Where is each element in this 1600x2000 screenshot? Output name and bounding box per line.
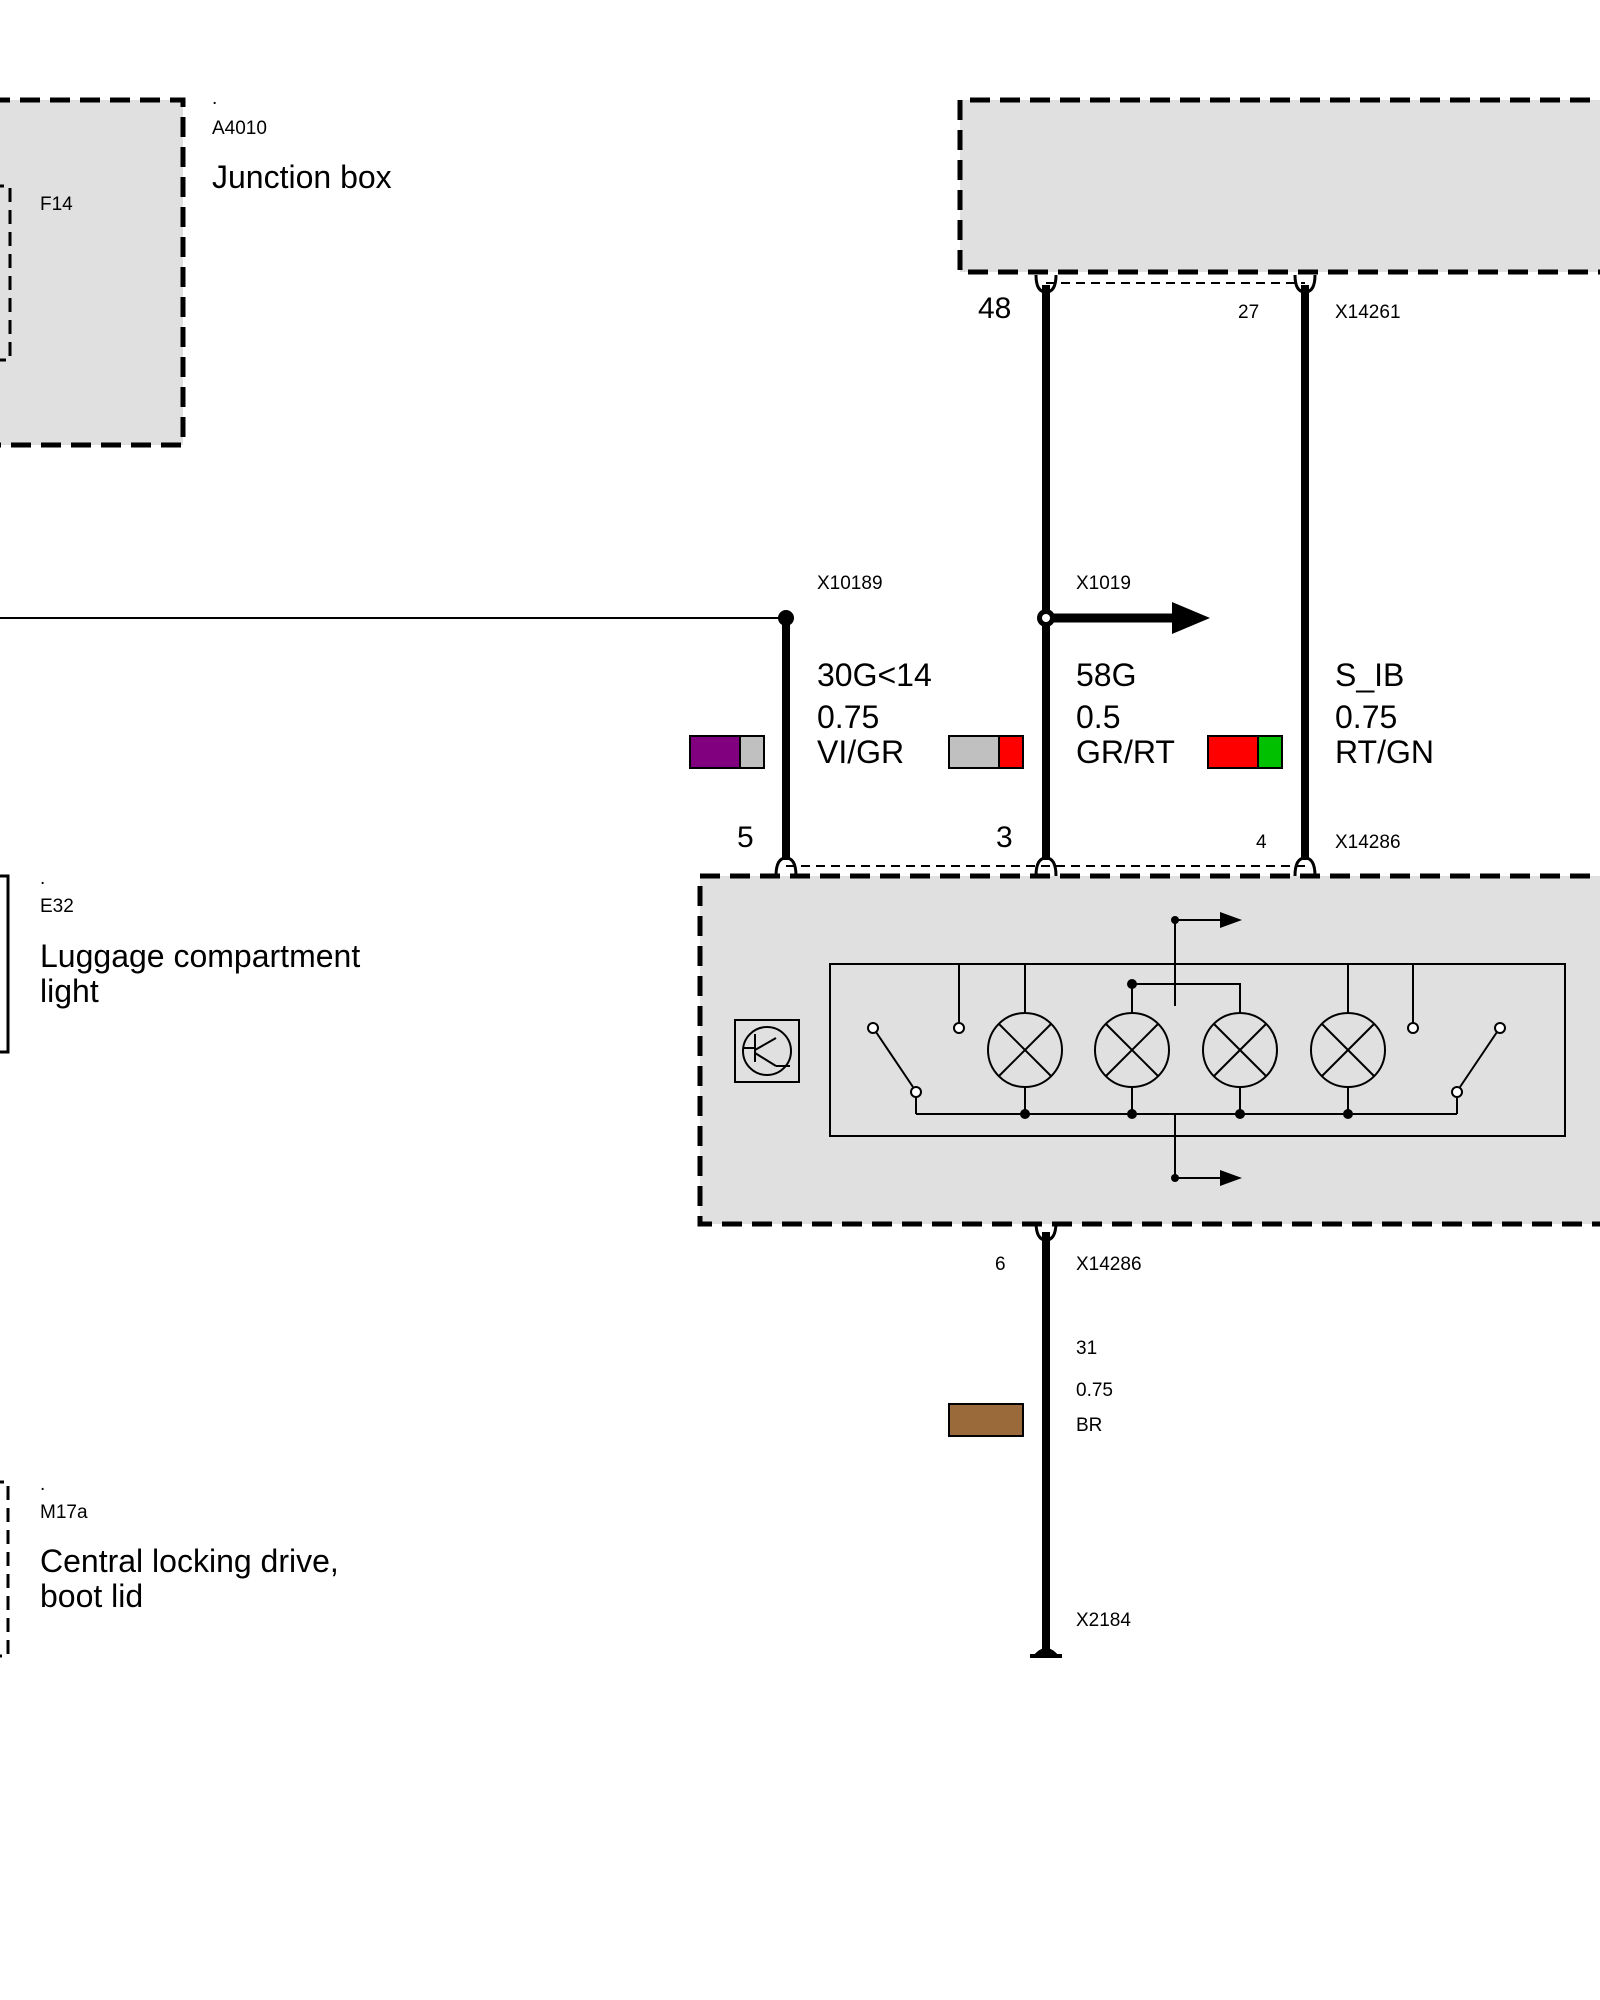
lamp-3-node: [1235, 1109, 1245, 1119]
splice-x1019-center: [1042, 614, 1050, 622]
locking-drive-name-line1: Central locking drive,: [40, 1543, 339, 1579]
wire-label-s-ib: S_IB 0.75 RT/GN: [1207, 657, 1434, 770]
hook-pin-3: [1034, 856, 1058, 877]
wire-58g-color-swatch-secondary: [998, 735, 1024, 769]
upper-module-outline: [957, 97, 1600, 275]
luggage-light-name-line2: light: [40, 973, 99, 1009]
lamp-1-node: [1020, 1109, 1030, 1119]
junction-box-outline: [0, 97, 186, 448]
switch-left-pivot: [867, 1022, 879, 1034]
pin-48-label: 48: [978, 292, 1011, 325]
continuation-arrow-icon: [1172, 602, 1210, 634]
wire-label-30g: 30G<14 0.75 VI/GR: [689, 657, 932, 770]
lamp-top-bus: [1131, 983, 1241, 1014]
lamp-4: [1310, 1012, 1386, 1119]
luggage-light-component: . E32 Luggage compartment light: [0, 868, 360, 1054]
wire-58g-color-code: GR/RT: [1076, 734, 1175, 770]
junction-box-component: F14 . A4010 Junction box: [0, 88, 392, 448]
connector-x14261-label: X14261: [1335, 302, 1401, 323]
locking-drive-code: M17a: [40, 1502, 88, 1523]
pin-3-label: 3: [996, 821, 1013, 854]
wiring: [0, 274, 1317, 1658]
wire-s-ib-gauge: 0.75: [1335, 699, 1397, 735]
wire-58g-gauge: 0.5: [1076, 699, 1120, 735]
connector-x14286-bottom-label: X14286: [1076, 1254, 1142, 1275]
luggage-light-bracket: [0, 874, 10, 1054]
wire-30g-color-swatch-primary: [689, 735, 741, 769]
wire-58g-signal: 58G: [1076, 657, 1136, 693]
switch-right-contact: [1451, 1086, 1463, 1098]
locking-drive-dot: .: [40, 1474, 45, 1495]
bottom-output-node: [1171, 1174, 1179, 1182]
top-output-node: [1171, 916, 1179, 924]
lamp-1: [987, 1012, 1063, 1119]
pin-27-label: 27: [1238, 302, 1259, 323]
bottom-output-arrow-icon: [1220, 1170, 1242, 1186]
lamp-3-cross-b: [1213, 1023, 1267, 1077]
hook-pin-5: [774, 856, 798, 877]
hook-pin-48: [1034, 274, 1058, 294]
switch-left-blade: [875, 1031, 914, 1088]
connector-x14286-top-label: X14286: [1335, 832, 1401, 853]
wire-s-ib-color-swatch-primary: [1207, 735, 1259, 769]
luggage-light-code: E32: [40, 896, 74, 917]
wire-58g-color-swatch-primary: [948, 735, 1000, 769]
luggage-light-dot: .: [40, 868, 45, 889]
junction-box-code: A4010: [212, 118, 267, 139]
hook-pin-4: [1293, 856, 1317, 877]
luggage-light-name-line1: Luggage compartment: [40, 938, 360, 974]
wire-31-signal: 31: [1076, 1338, 1097, 1359]
lamp-3: [1202, 1012, 1278, 1119]
switch-right-pivot: [1494, 1022, 1506, 1034]
top-output-arrow-icon: [1220, 912, 1242, 928]
connector-x2184-label: X2184: [1076, 1610, 1131, 1631]
transistor-collector: [754, 1037, 777, 1051]
wire-31-color-code: BR: [1076, 1415, 1102, 1436]
wire-30g-color-swatch-secondary: [739, 735, 765, 769]
contact-left-top: [953, 1022, 965, 1034]
lamp-2-cross-b: [1105, 1023, 1159, 1077]
wire-30g-gauge: 0.75: [817, 699, 879, 735]
junction-box-name: Junction box: [212, 159, 392, 195]
locking-drive-name-line2: boot lid: [40, 1578, 143, 1614]
hook-pin-27: [1293, 274, 1317, 294]
lamp-4-cross-b: [1321, 1023, 1375, 1077]
wire-s-ib-color-swatch-secondary: [1257, 735, 1283, 769]
wire-s-ib-color-code: RT/GN: [1335, 734, 1434, 770]
locking-drive-bracket: [0, 1480, 10, 1658]
wire-label-58g: 58G 0.5 GR/RT: [948, 657, 1175, 770]
locking-drive-component: . M17a Central locking drive, boot lid: [0, 1474, 339, 1658]
switch-left-contact: [910, 1086, 922, 1098]
lamp-2-node: [1127, 1109, 1137, 1119]
lamp-4-node: [1343, 1109, 1353, 1119]
upper-control-module: 48 27 X14261: [957, 97, 1600, 325]
hook-pin-6: [1034, 1221, 1058, 1242]
wire-30g-color-code: VI/GR: [817, 734, 904, 770]
switch-right-blade: [1459, 1031, 1498, 1088]
transistor-emitter: [754, 1052, 777, 1067]
connector-x1019-label: X1019: [1076, 573, 1131, 594]
splice-x10189: [778, 610, 794, 626]
junction-box-dot: .: [212, 88, 217, 109]
lamp-top-bus-node: [1127, 979, 1137, 989]
wire-31-gauge: 0.75: [1076, 1380, 1113, 1401]
wire-label-31: 31 0.75 BR: [948, 1338, 1113, 1437]
lamp-1-cross-b: [998, 1023, 1052, 1077]
connector-x10189-label: X10189: [817, 573, 883, 594]
lower-module-outline: [697, 873, 1600, 1227]
wire-31-color-swatch: [948, 1403, 1024, 1437]
pin-6-label: 6: [995, 1254, 1006, 1275]
transistor-box: [734, 1019, 800, 1083]
fuse-f14-label: F14: [40, 194, 73, 215]
lamp-2: [1094, 1012, 1170, 1119]
switch-panel: [829, 963, 1566, 1137]
wire-30g-signal: 30G<14: [817, 657, 932, 693]
transistor-icon: [742, 1026, 792, 1076]
wire-s-ib-signal: S_IB: [1335, 657, 1404, 693]
lower-light-module: [697, 873, 1600, 1227]
pin-4-label: 4: [1256, 832, 1267, 853]
contact-right-top: [1407, 1022, 1419, 1034]
pin-5-label: 5: [737, 821, 754, 854]
